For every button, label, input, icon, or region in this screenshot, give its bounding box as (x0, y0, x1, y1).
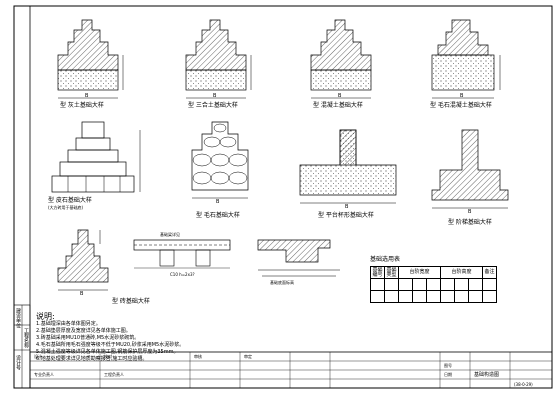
title-block-cell: 工程负责人 (104, 372, 124, 377)
table-row (370, 278, 497, 291)
note-line: 4.毛石基础所用毛石强度等级不低于MU20,砂浆采用M5水泥砂浆。 (36, 342, 185, 348)
note-line: 2.基础垫层厚度及宽度详见各单体施工图。 (36, 328, 131, 334)
title-block-cell: 日期 (444, 372, 452, 377)
foundation-selection-table: 基础编号 基础类型 台阶宽度 台阶高度 备注 (370, 266, 497, 303)
table-row (370, 290, 497, 303)
detail-row-2 (51, 121, 509, 209)
title-block-cell: 校对 (104, 354, 112, 359)
note-brick-stone: (大方砖用于基础底) (48, 205, 84, 210)
note-line: 1.基础埋深由各单体图另定。 (36, 321, 101, 327)
drawing-title: 基础构造图 (474, 372, 500, 378)
table-title: 基础选用表 (370, 256, 401, 263)
side-label: 工程名称 (23, 328, 29, 348)
caption-concrete-foundation: 型 混凝土基础大样 (313, 102, 363, 109)
title-block-cell: 设计 (34, 354, 42, 359)
scale-note: C10 h=2x3? (170, 272, 195, 277)
caption-stepped-foundation: 型 阶梯基础大样 (448, 219, 492, 226)
title-block-cell: 图号 (444, 363, 452, 368)
table-header-cell: 台阶高度 (440, 266, 483, 279)
note-line: 3.砖基础采用MU10普通砖,M5水泥砂浆砌筑。 (36, 335, 140, 341)
side-label: 设计号 (15, 355, 21, 370)
caption-lime-soil-foundation: 型 灰土基础大样 (60, 102, 104, 109)
dim-label-b: B (213, 93, 217, 99)
dim-label-b: B (216, 199, 220, 205)
note-line: 5.混凝土强度等级详见各单体施工图,钢筋保护层厚度为35mm。 (36, 349, 179, 355)
note-line: 6.地基处理要求详见地质勘察报告,施工时应验槽。 (36, 356, 148, 362)
table-header-cell: 备注 (482, 266, 497, 279)
bottom-elevation-note: 基础底面标高 (270, 280, 294, 285)
detail-row-1 (57, 19, 501, 99)
drawing-code: (38-0-29) (514, 382, 533, 387)
caption-cup-foundation: 型 平台杯形基础大样 (318, 212, 374, 219)
table-header-cell: 基础类型 (384, 266, 399, 279)
dim-label-b: B (460, 93, 464, 99)
dim-label-b: B (468, 209, 472, 215)
dim-label-b: B (85, 93, 89, 99)
title-block-cell: 专业负责人 (34, 372, 54, 377)
table-header-cell: 基础编号 (370, 266, 385, 279)
title-block-cell: 审核 (194, 354, 202, 359)
dim-label-b: B (338, 93, 342, 99)
side-label: 建设单位 (15, 308, 21, 328)
dim-label-b: B (80, 291, 84, 297)
dim-label-b: B (345, 204, 349, 210)
title-block-cell: 审定 (244, 354, 252, 359)
caption-brick-stone-foundation: 型 皮石基础大样 (48, 197, 92, 204)
notes-title: 说明: (36, 312, 55, 321)
table-header-cell: 台阶宽度 (398, 266, 441, 279)
ground-beam-note: 基础梁详见 (160, 232, 180, 237)
caption-triple-soil-foundation: 型 三合土基础大样 (188, 102, 238, 109)
caption-rubble-foundation: 型 毛石基础大样 (196, 212, 240, 219)
design-notes: 说明: 1.基础埋深由各单体图另定。 2.基础垫层厚度及宽度详见各单体施工图。 … (36, 312, 336, 363)
caption-brick-foundation: 型 砖基础大样 (112, 298, 150, 305)
table-header-row: 基础编号 基础类型 台阶宽度 台阶高度 备注 (370, 266, 497, 279)
detail-row-3 (57, 229, 340, 291)
caption-rubble-concrete-foundation: 型 毛石混凝土基础大样 (430, 102, 492, 109)
title-block (29, 351, 553, 389)
